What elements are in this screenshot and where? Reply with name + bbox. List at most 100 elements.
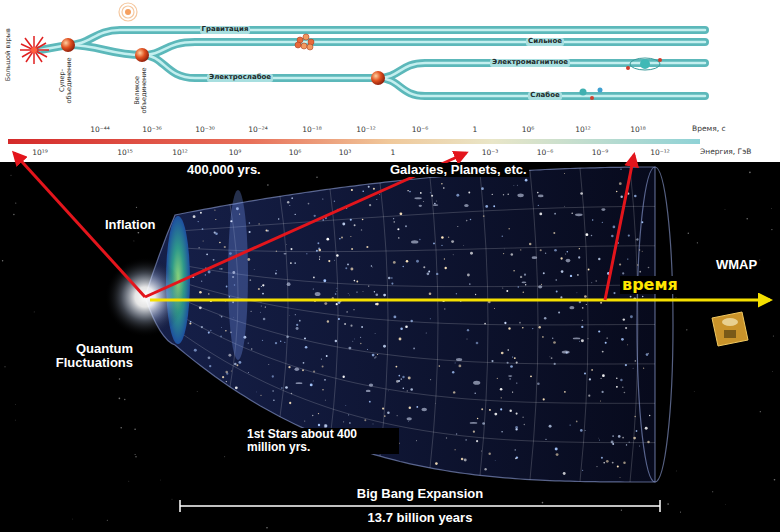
star	[276, 270, 277, 271]
star	[372, 354, 375, 357]
axis-label: 10⁻³	[482, 149, 499, 157]
star	[602, 351, 604, 353]
star	[208, 332, 210, 334]
star	[466, 439, 467, 440]
star	[456, 194, 459, 197]
star	[383, 345, 386, 348]
star	[494, 308, 495, 309]
star	[272, 375, 274, 377]
star	[429, 293, 432, 296]
star	[306, 253, 307, 254]
star	[625, 327, 627, 329]
grid-arc	[380, 183, 388, 456]
star	[626, 444, 627, 445]
star	[680, 512, 681, 513]
star	[347, 293, 349, 295]
star	[625, 364, 627, 366]
star	[564, 173, 565, 174]
star	[119, 378, 121, 380]
star	[423, 201, 424, 202]
star	[348, 414, 349, 415]
grand-unification-ball	[135, 48, 149, 62]
star	[433, 242, 435, 244]
star	[313, 288, 314, 289]
star	[554, 249, 557, 252]
star	[508, 327, 510, 329]
star	[529, 243, 532, 246]
star	[393, 315, 396, 318]
star	[643, 368, 644, 369]
star	[630, 315, 633, 318]
star	[14, 419, 16, 421]
galaxy	[473, 381, 480, 385]
star	[119, 397, 121, 399]
star	[406, 260, 409, 263]
star	[612, 443, 614, 445]
star	[319, 256, 320, 257]
star	[598, 437, 600, 439]
star	[345, 405, 347, 407]
star	[251, 348, 253, 350]
star	[606, 460, 609, 463]
star	[494, 413, 497, 416]
star	[494, 460, 496, 462]
star	[506, 290, 508, 292]
star	[398, 380, 400, 382]
star	[493, 205, 495, 207]
star	[226, 381, 227, 382]
star	[399, 338, 402, 341]
star	[675, 470, 677, 472]
star	[199, 247, 200, 248]
star	[549, 356, 551, 358]
galaxy	[419, 205, 422, 207]
era-label: Quantum Fluctuations	[36, 342, 135, 371]
star	[124, 399, 125, 400]
star	[582, 320, 583, 321]
star	[512, 356, 513, 357]
stage-label: Великое объединение	[134, 64, 149, 116]
star	[419, 239, 420, 240]
star	[393, 261, 396, 264]
star	[249, 279, 251, 281]
star	[441, 245, 442, 246]
star	[308, 203, 310, 205]
star	[497, 378, 498, 379]
star	[501, 397, 502, 398]
star	[420, 192, 422, 194]
galaxy	[421, 408, 427, 412]
star	[313, 277, 315, 279]
big-bang-burst	[20, 36, 49, 64]
star	[544, 317, 547, 320]
star	[260, 311, 262, 313]
star	[476, 342, 479, 345]
axis-label: 10⁻⁹	[592, 149, 609, 157]
star	[484, 468, 486, 470]
star	[202, 228, 204, 230]
star	[455, 449, 456, 450]
star	[135, 454, 136, 455]
star	[249, 222, 251, 224]
star	[474, 392, 475, 393]
star	[444, 258, 445, 259]
star	[576, 421, 578, 423]
star	[620, 196, 622, 198]
star	[605, 342, 607, 344]
star	[473, 431, 475, 433]
star	[275, 342, 277, 344]
star	[438, 365, 440, 367]
star	[407, 190, 408, 191]
star	[611, 441, 614, 444]
star	[305, 346, 308, 349]
axis-label: Время, с	[692, 125, 726, 133]
star	[516, 413, 518, 415]
star	[476, 440, 478, 442]
star	[221, 316, 223, 318]
star	[620, 379, 622, 381]
star	[288, 366, 290, 368]
star	[554, 363, 556, 365]
star	[452, 254, 454, 256]
star	[470, 252, 473, 255]
galaxy	[522, 281, 527, 283]
star	[771, 229, 772, 230]
cone-grid	[175, 167, 655, 482]
